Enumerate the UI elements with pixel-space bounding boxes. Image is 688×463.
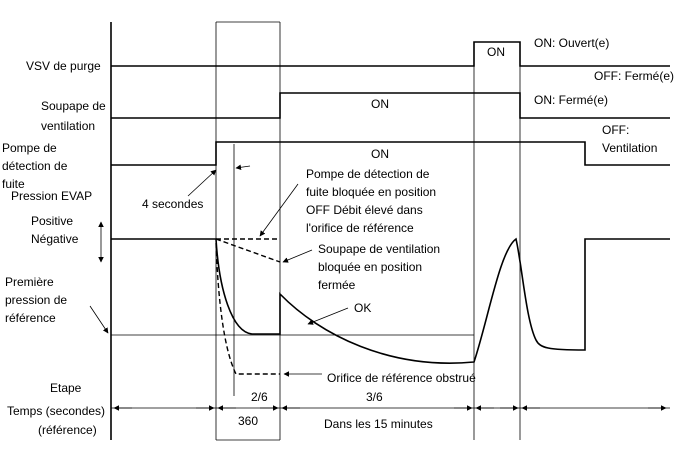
vsv-on-label: ON (487, 45, 505, 59)
label-time-1: Temps (secondes) (7, 404, 105, 418)
label-pump-3: fuite (2, 177, 25, 191)
label-vsv-purge: VSV de purge (26, 59, 101, 73)
label-negative: Négative (31, 232, 79, 246)
vsv-off-desc: OFF: Fermé(e) (594, 69, 674, 83)
pump-on-label: ON (371, 147, 389, 161)
vent-stuck-dashed (215, 238, 281, 263)
vent-stuck-line-3: fermée (318, 278, 356, 292)
four-seconds-arrow-1 (187, 169, 217, 197)
label-ref-2: pression de (5, 293, 67, 307)
pump-signal (111, 141, 670, 166)
label-vent-valve-1: Soupape de (41, 99, 106, 113)
pump-stuck-arrow (259, 183, 299, 237)
label-vent-valve-2: ventilation (41, 119, 95, 133)
label-pump-2: détection de (2, 159, 68, 173)
pump-stuck-line-4: l'orifice de référence (306, 221, 414, 235)
vent-valve-signal (111, 92, 670, 119)
label-ref-3: référence (5, 311, 56, 325)
pump-off-desc-1: OFF: (602, 123, 629, 137)
pump-stuck-line-3: OFF Débit élevé dans (306, 203, 423, 217)
ok-arrow (307, 307, 349, 325)
orifice-blocked-label: Orifice de référence obstrué (327, 371, 476, 385)
vent-stuck-line-2: bloquée en position (318, 260, 422, 274)
vent-stuck-line-1: Soupape de ventilation (318, 242, 440, 256)
label-pump-1: Pompe de (2, 141, 57, 155)
pressure-ok-curve (111, 237, 670, 364)
time-360-label: 360 (238, 414, 258, 428)
label-step: Etape (50, 381, 82, 395)
pump-off-desc-2: Ventilation (602, 141, 657, 155)
label-time-2: (référence) (38, 423, 97, 437)
time-15min-label: Dans les 15 minutes (324, 417, 433, 431)
vent-on-label: ON (371, 97, 389, 111)
ref-pressure-arrow (89, 305, 109, 334)
vent-stuck-arrow (282, 249, 313, 263)
four-seconds-label: 4 secondes (142, 197, 203, 211)
pump-stuck-line-2: fuite bloquée en position (306, 185, 436, 199)
vsv-purge-signal (111, 41, 670, 67)
label-evap-pressure: Pression EVAP (11, 189, 92, 203)
label-positive: Positive (31, 214, 73, 228)
vent-on-desc: ON: Fermé(e) (534, 93, 608, 107)
vsv-on-desc: ON: Ouvert(e) (534, 36, 609, 50)
step-2-label: 2/6 (251, 390, 268, 404)
label-ref-1: Première (5, 275, 54, 289)
orifice-blocked-dashed (215, 242, 280, 375)
four-seconds-arrow-2 (235, 164, 251, 171)
ok-label: OK (354, 301, 371, 315)
step-3-label: 3/6 (366, 390, 383, 404)
pump-stuck-line-1: Pompe de détection de (306, 167, 430, 181)
